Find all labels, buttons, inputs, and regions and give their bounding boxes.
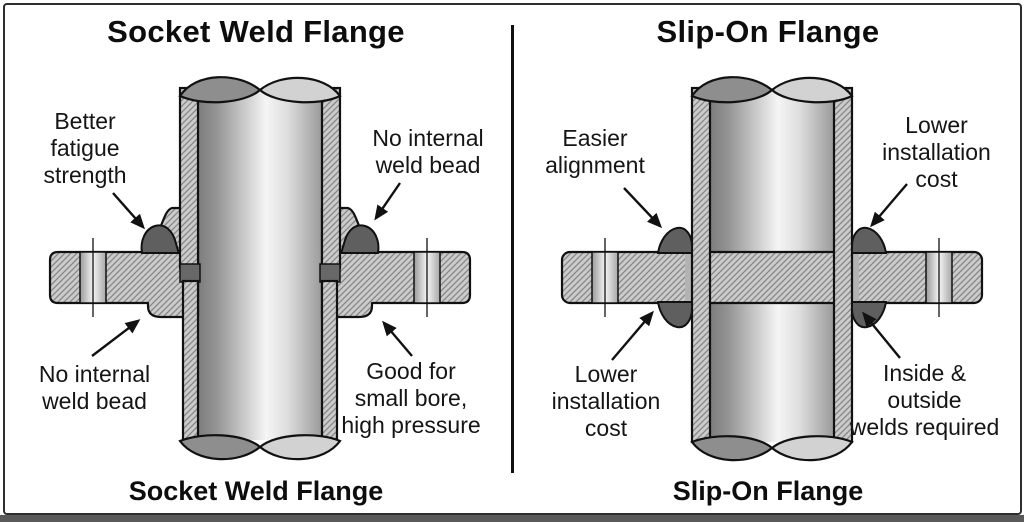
arrow-no-internal-weld-bead-bottom: [91, 319, 141, 357]
annotation-lower-installation-cost-bottom: Lower installation cost: [551, 361, 661, 441]
annotation-good-for-small-bore: Good for small bore, high pressure: [341, 358, 481, 438]
annotation-lower-installation-cost-top: Lower installation cost: [882, 112, 991, 192]
pipe-cut-top-right: [258, 76, 342, 104]
annotation-no-internal-weld-bead-top: No internal weld bead: [372, 125, 484, 178]
panel-title: Slip-On Flange: [656, 14, 880, 49]
weld-bead-bottom-left: [656, 301, 693, 329]
panel-socket-weld: Socket Weld Flange Better fatigue streng…: [38, 14, 484, 506]
flange-plate: [560, 250, 984, 305]
socket-gap-right: [319, 263, 341, 283]
arrow-better-fatigue-strength: [112, 192, 145, 230]
annotation-better-fatigue-strength: Better fatigue strength: [43, 108, 127, 188]
pipe-cut-top-right: [770, 76, 854, 104]
pipe-bore: [198, 88, 322, 440]
panel-title: Socket Weld Flange: [107, 14, 405, 49]
weld-bead-top-left: [140, 224, 181, 254]
panel-divider: [511, 25, 514, 473]
weld-bead-top-left: [656, 226, 693, 254]
clearance-gap-left: [685, 253, 693, 302]
annotation-easier-alignment: Easier alignment: [545, 125, 645, 178]
flange-body-right: [320, 206, 472, 319]
pipe-wall-right: [320, 86, 342, 270]
clearance-gap-right: [851, 253, 859, 302]
annotation-no-internal-weld-bead-bottom: No internal weld bead: [38, 361, 151, 414]
arrow-good-for-small-bore: [382, 320, 413, 357]
panel-caption: Socket Weld Flange: [128, 476, 384, 506]
panel-slip-on: Slip-On Flange Easier alignment Lower in…: [512, 0, 1024, 522]
bottom-edge-shadow: [0, 515, 1024, 522]
arrow-easier-alignment: [623, 187, 663, 229]
flange-body-left: [48, 206, 200, 319]
annotation-inside-outside-welds: Inside & outside welds required: [849, 360, 1000, 440]
weld-bead-top-right: [339, 224, 380, 254]
arrow-no-internal-weld-bead-top: [374, 182, 401, 221]
pipe-wall-left: [690, 86, 712, 444]
neck-sleeve-left: [181, 279, 200, 443]
socket-gap-left: [179, 263, 201, 283]
socket-weld-diagram: [48, 76, 472, 461]
panel-caption: Slip-On Flange: [672, 476, 864, 506]
arrow-lower-installation-cost-bottom: [611, 310, 654, 361]
arrow-lower-installation-cost-top: [870, 183, 908, 228]
slip-on-diagram: [560, 76, 984, 462]
weld-bead-top-right: [851, 226, 888, 254]
pipe-cut-bottom-right: [258, 434, 342, 461]
weld-bead-bottom-right: [851, 301, 888, 329]
arrow-inside-outside-welds: [862, 311, 901, 359]
pipe-cut-bottom-right: [770, 435, 854, 462]
pipe-wall-left: [178, 86, 200, 270]
